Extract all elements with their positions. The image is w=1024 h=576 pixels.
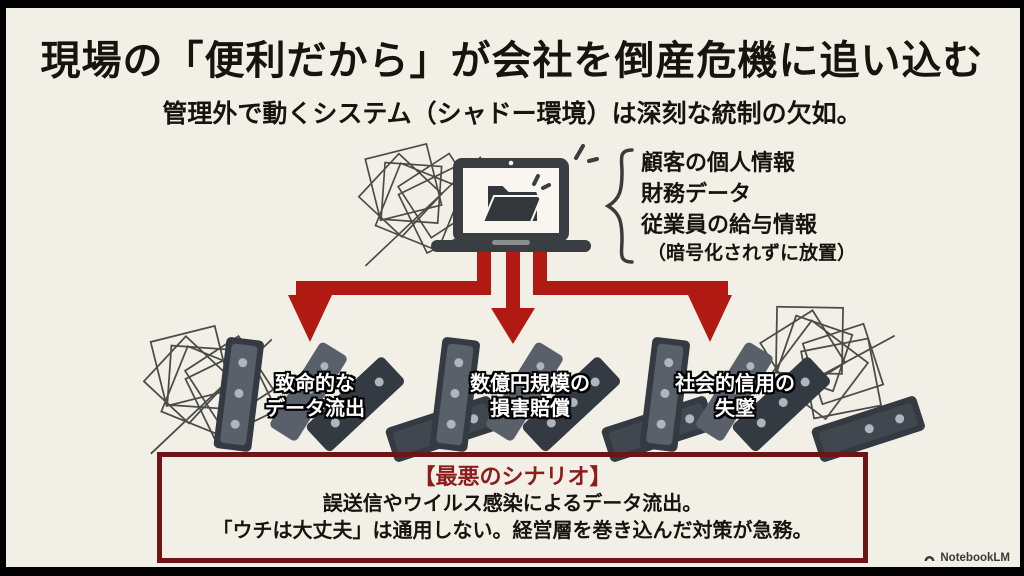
- worst-case-line1: 誤送信やウイルス感染によるデータ流出。: [322, 493, 703, 515]
- worst-case-line2: 「ウチは大丈夫」は通用しない。経営層を巻き込んだ対策が急務。: [212, 520, 813, 542]
- watermark: NotebookLM: [923, 551, 1010, 564]
- risk-label-data-leak: 致命的な データ流出: [265, 373, 365, 420]
- risk-label-trust-loss: 社会的信用の 失墜: [675, 373, 795, 420]
- list-item: 従業員の給与情報: [641, 212, 818, 237]
- worst-case-box: 【最悪のシナリオ】 誤送信やウイルス感染によるデータ流出。 「ウチは大丈夫」は通…: [157, 452, 868, 563]
- list-item: 顧客の個人情報: [641, 150, 796, 175]
- risk-label-damages: 数億円規模の 損害賠償: [470, 373, 590, 420]
- page-title: 現場の「便利だから」が会社を倒産危機に追い込む: [40, 38, 984, 83]
- page-subtitle: 管理外で動くシステム（シャドー環境）は深刻な統制の欠如。: [162, 100, 862, 128]
- worst-case-heading: 【最悪のシナリオ】: [413, 464, 612, 489]
- watermark-label: NotebookLM: [940, 551, 1010, 564]
- list-note: （暗号化されずに放置）: [647, 243, 857, 264]
- list-item: 財務データ: [641, 181, 752, 206]
- shadow-data-list: 顧客の個人情報 財務データ 従業員の給与情報 （暗号化されずに放置）: [641, 147, 856, 268]
- notebooklm-logo-icon: [924, 556, 935, 561]
